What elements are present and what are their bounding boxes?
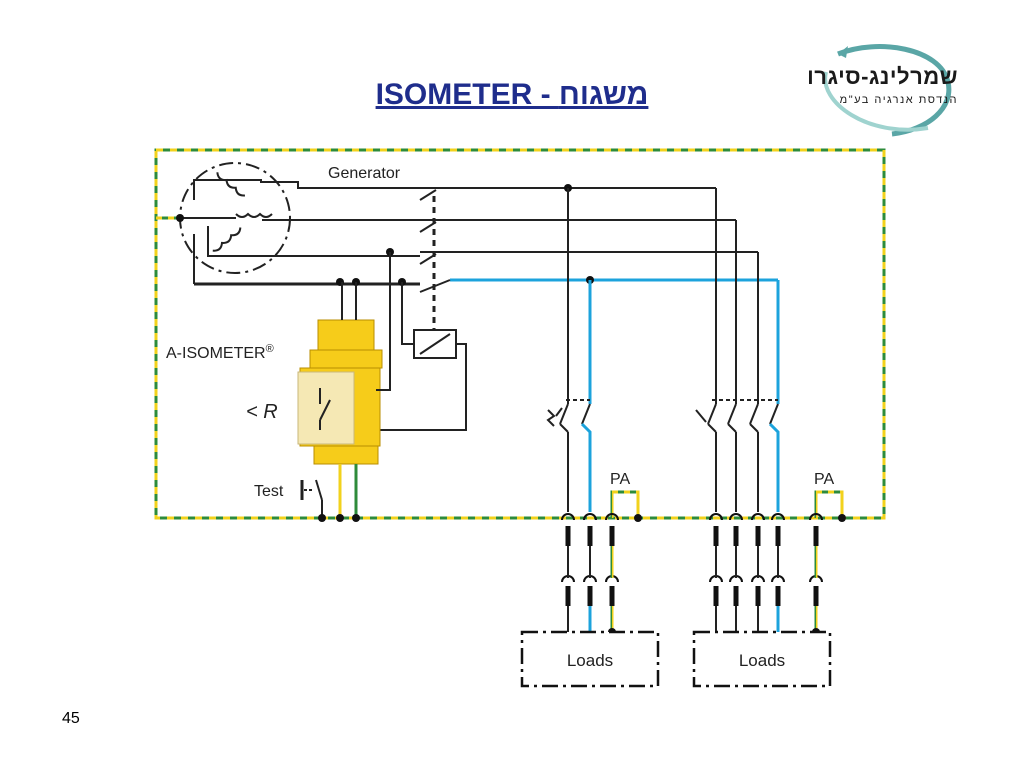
feeder-breakers [546, 399, 779, 512]
generator-label: Generator [328, 165, 401, 182]
page-number: 45 [62, 710, 80, 727]
isometer-device [297, 252, 391, 518]
test-label: Test [254, 483, 284, 500]
logo-name: שמרלינג-סיגרו [807, 64, 958, 89]
test-button-symbol [300, 479, 360, 522]
pa-connections [610, 490, 846, 522]
loads-box-1: Loads [520, 630, 660, 688]
plug-pins [565, 526, 819, 606]
main-conductors [194, 184, 778, 330]
company-logo: שמרלינג-סיגרו הנדסת אנרגיה בע"מ [807, 42, 958, 142]
plug-connectors [561, 513, 823, 583]
pa-label-2: PA [814, 471, 834, 488]
relay-coil [320, 282, 467, 431]
earth-border [154, 148, 886, 520]
page-title: ISOMETER - משגוח [0, 78, 1024, 112]
loads-label-2: Loads [739, 651, 785, 670]
page-title-text: ISOMETER - משגוח [375, 78, 649, 111]
feeder-lines [567, 188, 780, 404]
isometer-label-wrap: A-ISOMETER® [166, 343, 274, 362]
pa-label-1: PA [610, 471, 630, 488]
load-cables [567, 546, 820, 636]
registered-mark: ® [266, 343, 274, 355]
logo-tagline: הנדסת אנרגיה בע"מ [839, 94, 958, 106]
isometer-label: A-ISOMETER [166, 345, 266, 362]
generator-symbol [179, 162, 420, 284]
less-r-label: < R [246, 401, 278, 423]
loads-box-2: Loads [692, 630, 832, 688]
logo-swoosh-icon [823, 44, 952, 137]
loads-label-1: Loads [567, 651, 613, 670]
